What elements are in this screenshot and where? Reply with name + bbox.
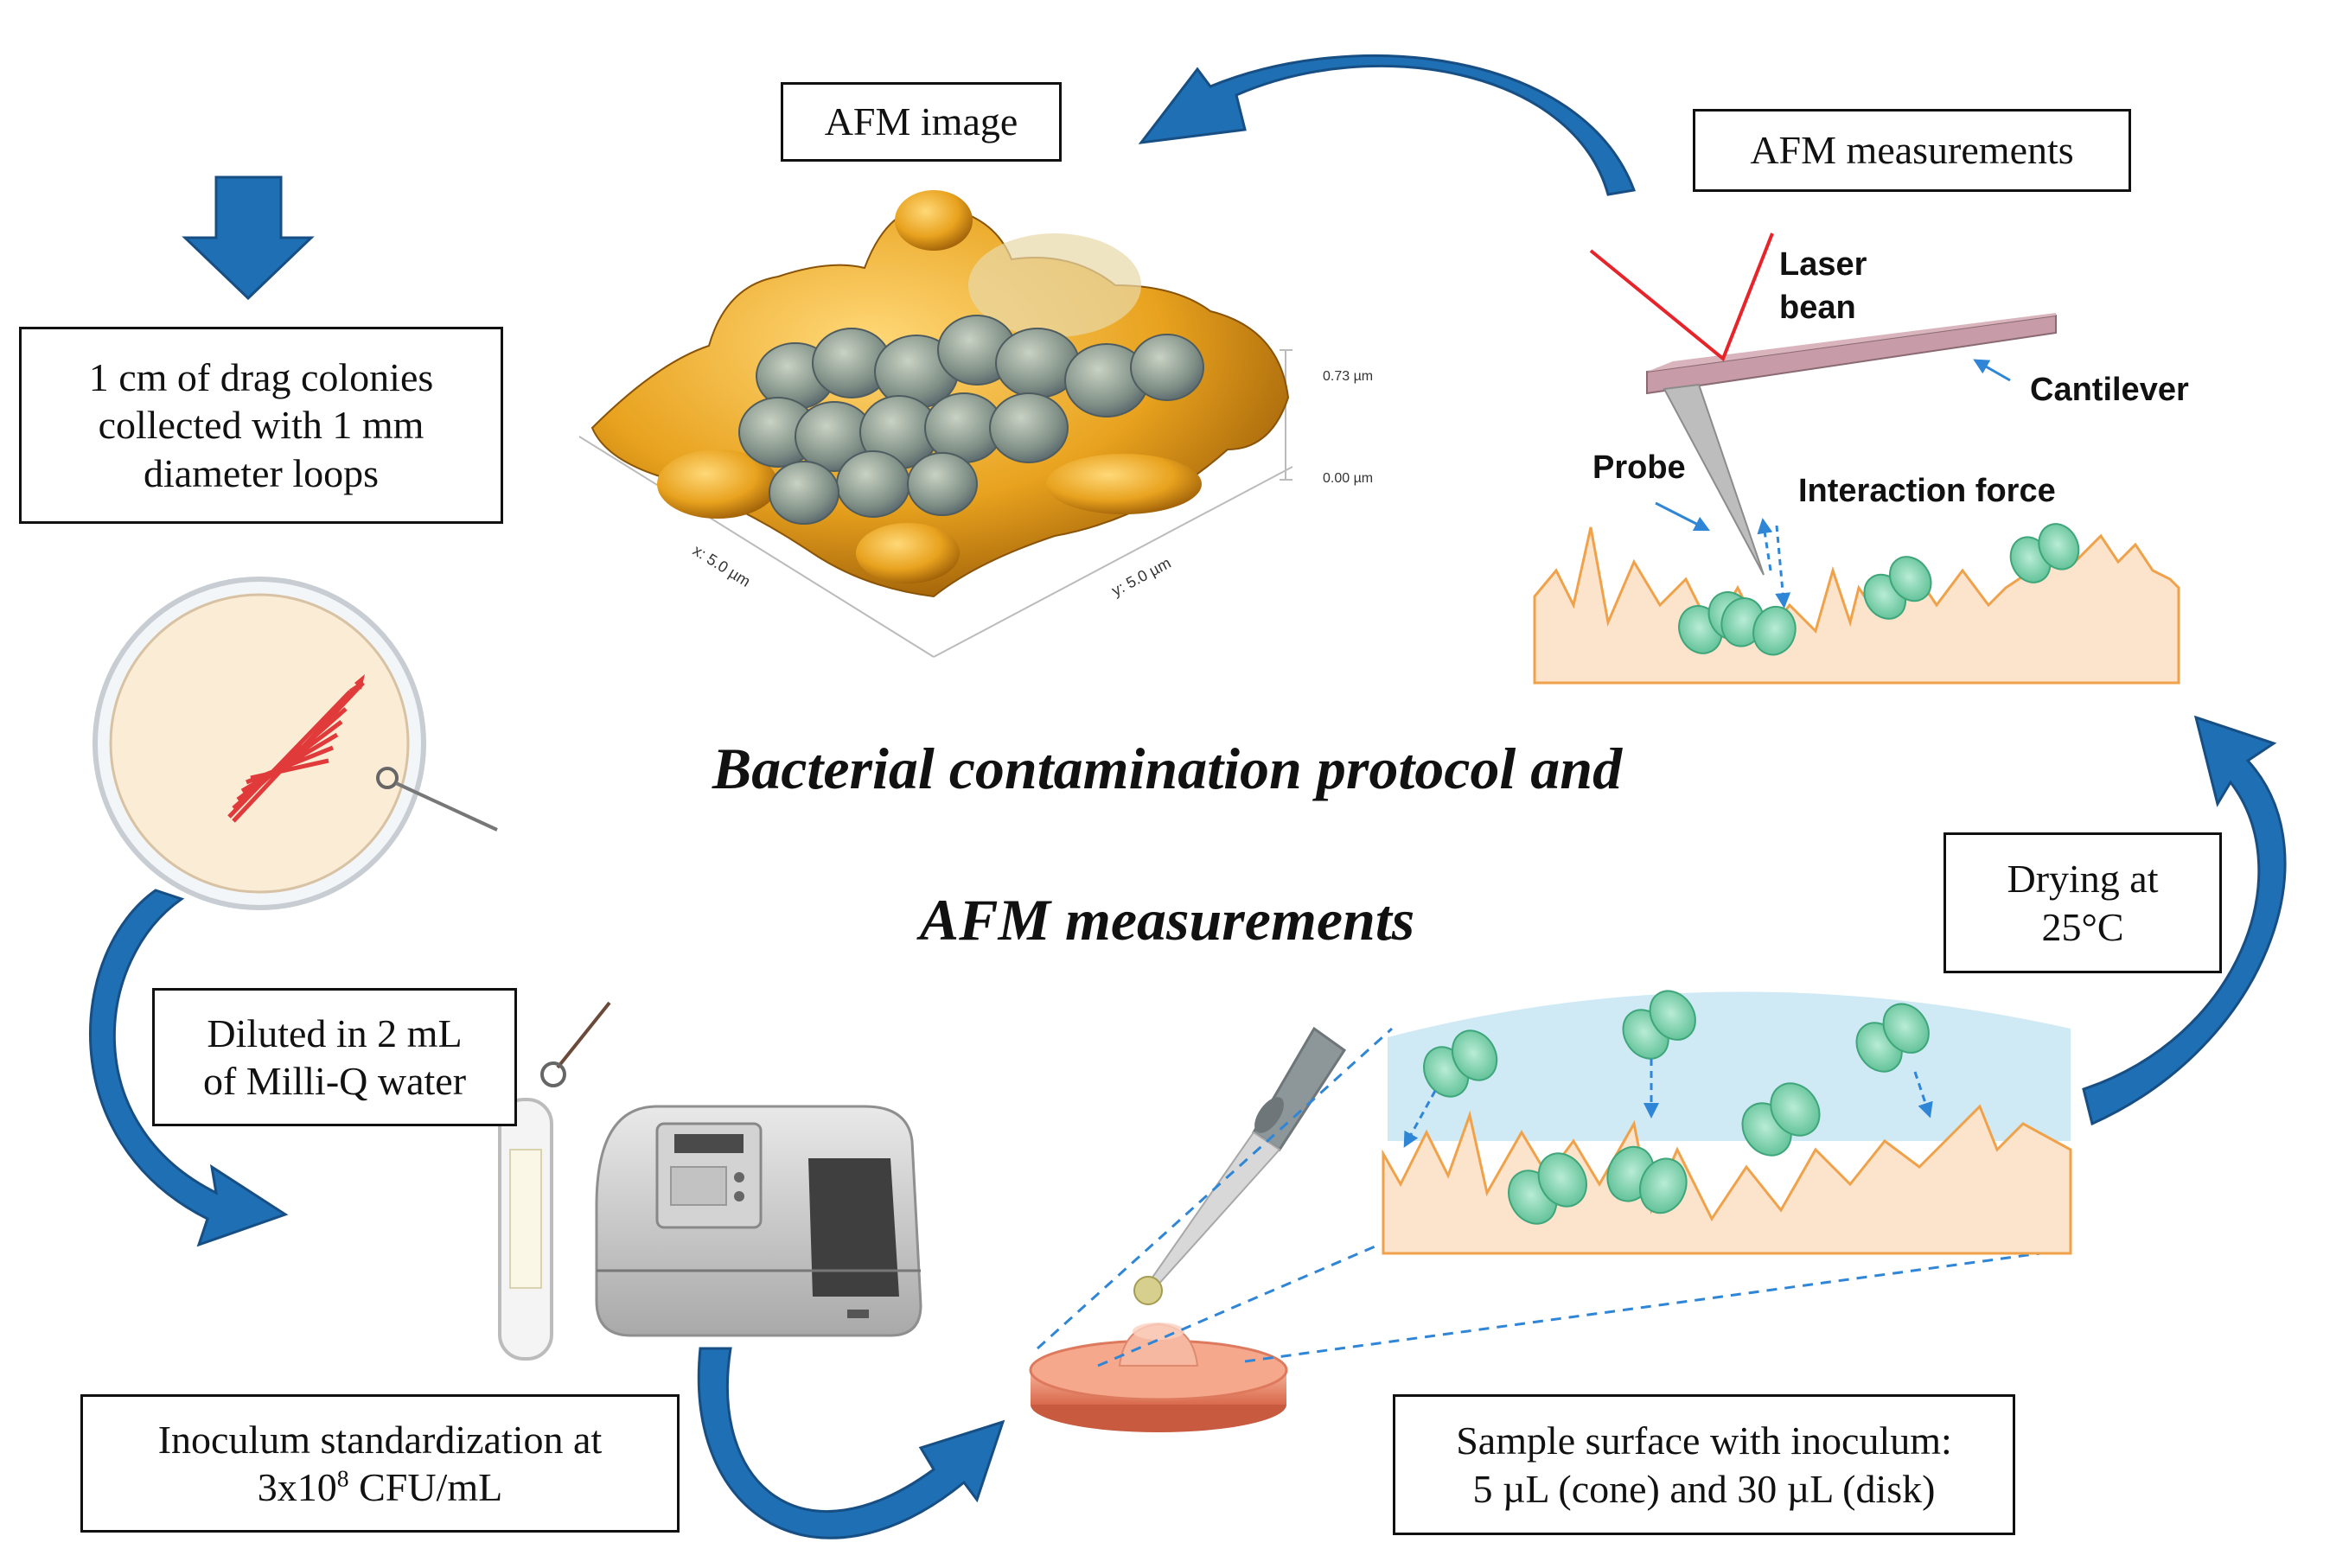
arc-arrow-bottom-icon — [697, 1347, 1005, 1539]
flow-arrows — [88, 54, 2287, 1539]
arc-arrow-top-icon — [1138, 54, 1637, 196]
spectrophotometer-icon — [595, 1105, 922, 1337]
sample-line1: Sample surface with inoculum: — [1456, 1418, 1952, 1463]
inoculum-unit: CFU/mL — [348, 1465, 503, 1509]
colonies-line3: diameter loops — [143, 450, 380, 495]
afm-image-box: AFM image — [781, 82, 1062, 162]
inoculum-box: Inoculum standardization at 3x108 CFU/mL — [80, 1394, 680, 1533]
inoculum-value: 3x10 — [257, 1465, 337, 1509]
sample-surface — [1533, 526, 2180, 685]
afm-schematic: Laser bean Cantilever Probe Interaction … — [1533, 233, 2189, 685]
y-axis-label: y: 5.0 µm — [1108, 554, 1173, 600]
settling-arrows — [1403, 1059, 1933, 1148]
drying-box: Drying at 25°C — [1943, 832, 2222, 973]
colonies-line2: collected with 1 mm — [98, 403, 424, 448]
afm-measurements-box: AFM measurements — [1693, 109, 2131, 192]
sample-line2: 5 µL (cone) and 30 µL (disk) — [1472, 1466, 1936, 1511]
afm-3d-image: 0.73 µm 0.00 µm x: 5.0 µm y: 5.0 µm — [578, 190, 1373, 658]
diluted-line1: Diluted in 2 mL — [207, 1010, 463, 1055]
inoculum-line2: 3x108 CFU/mL — [258, 1463, 502, 1511]
interaction-force-label: Interaction force — [1798, 473, 2056, 509]
afm-measurements-label: AFM measurements — [1750, 128, 2074, 173]
inoculum-exponent: 8 — [336, 1464, 349, 1492]
cantilever-label: Cantilever — [2030, 372, 2189, 408]
drying-line2: 25°C — [2041, 904, 2124, 949]
diluted-box: Diluted in 2 mL of Milli-Q water — [152, 988, 517, 1126]
afm-image-label: AFM image — [824, 99, 1018, 144]
probe-tip — [1663, 383, 1765, 576]
arc-arrow-left-icon — [88, 889, 289, 1247]
colonies-line1: 1 cm of drag colonies — [88, 355, 434, 400]
petri-dish-icon — [93, 577, 498, 910]
laser-label-line1: Laser — [1779, 246, 1867, 283]
sample-disk-icon — [1029, 1323, 1288, 1432]
diagram-title-line1: Bacterial contamination protocol and — [712, 736, 1623, 801]
laser-beam — [1589, 233, 1774, 362]
z-axis-bottom-label: 0.00 µm — [1323, 471, 1373, 486]
test-tube-icon — [498, 1001, 611, 1361]
colonies-box: 1 cm of drag colonies collected with 1 m… — [19, 327, 503, 524]
diluted-line2: of Milli-Q water — [202, 1059, 467, 1103]
inoculum-line1: Inoculum standardization at — [157, 1417, 603, 1462]
z-axis-top-label: 0.73 µm — [1323, 369, 1373, 384]
diagram-title-line2: AFM measurements — [919, 887, 1415, 953]
sample-surface-box: Sample surface with inoculum: 5 µL (cone… — [1393, 1394, 2015, 1535]
droplet-bacteria — [1423, 990, 1930, 1225]
x-axis-label: x: 5.0 µm — [690, 541, 754, 590]
droplet-surface-panel — [1382, 991, 2072, 1255]
drying-line1: Drying at — [2007, 857, 2159, 902]
arc-arrow-right-icon — [2082, 715, 2287, 1126]
pipette-icon — [1133, 1026, 1347, 1305]
laser-label-line2: bean — [1779, 290, 1856, 326]
probe-label: Probe — [1592, 449, 1686, 486]
projection-lines — [1036, 1027, 2041, 1367]
down-arrow-icon — [182, 175, 315, 301]
